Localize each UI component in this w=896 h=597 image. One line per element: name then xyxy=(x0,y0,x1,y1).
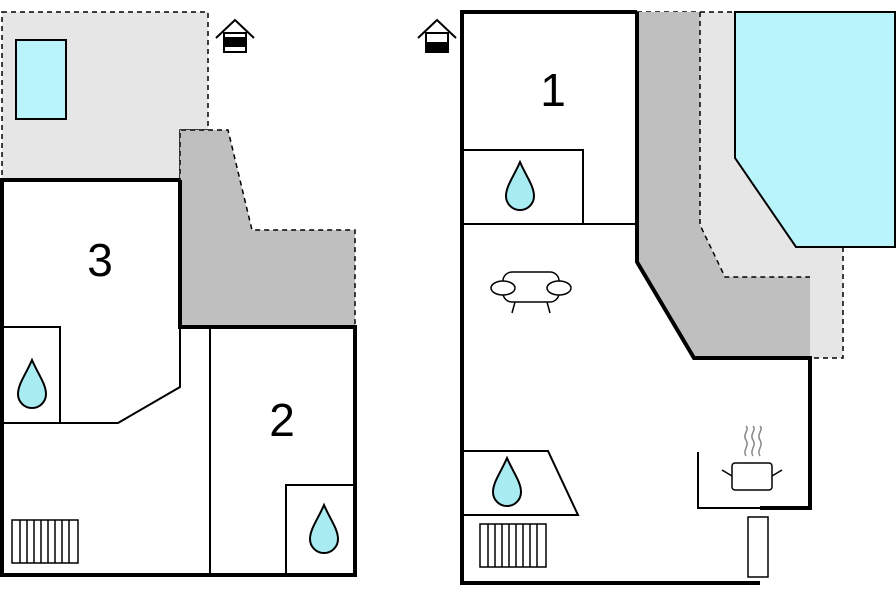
bathroom-drop-icon xyxy=(16,357,48,409)
room-number-2: 2 xyxy=(269,394,295,446)
sofa-icon xyxy=(490,271,572,314)
room-number-3: 3 xyxy=(87,234,113,286)
garden-outline xyxy=(810,247,844,359)
radiator-icon xyxy=(11,519,79,564)
outer-wall xyxy=(460,10,760,585)
terrace-area xyxy=(637,12,810,358)
house-entrance-icon xyxy=(215,18,255,53)
bathroom-drop-icon xyxy=(504,159,536,211)
kitchen-pot-icon xyxy=(721,425,783,491)
room-number-1: 1 xyxy=(540,64,566,116)
floor-right: 1 xyxy=(417,10,896,585)
interior-walls xyxy=(461,149,760,516)
outer-wall xyxy=(635,12,812,510)
radiator-icon xyxy=(479,523,547,568)
interior-walls xyxy=(2,326,355,575)
pool xyxy=(734,11,896,248)
wall-heater-icon xyxy=(747,516,769,578)
bathroom-drop-icon xyxy=(308,502,340,554)
pool xyxy=(15,39,67,120)
terrace-outline xyxy=(179,129,356,327)
house-entrance-icon xyxy=(417,18,457,53)
floor-left: 3 2 xyxy=(0,11,357,577)
bathroom-drop-icon xyxy=(491,455,523,507)
terrace-area xyxy=(180,130,355,327)
